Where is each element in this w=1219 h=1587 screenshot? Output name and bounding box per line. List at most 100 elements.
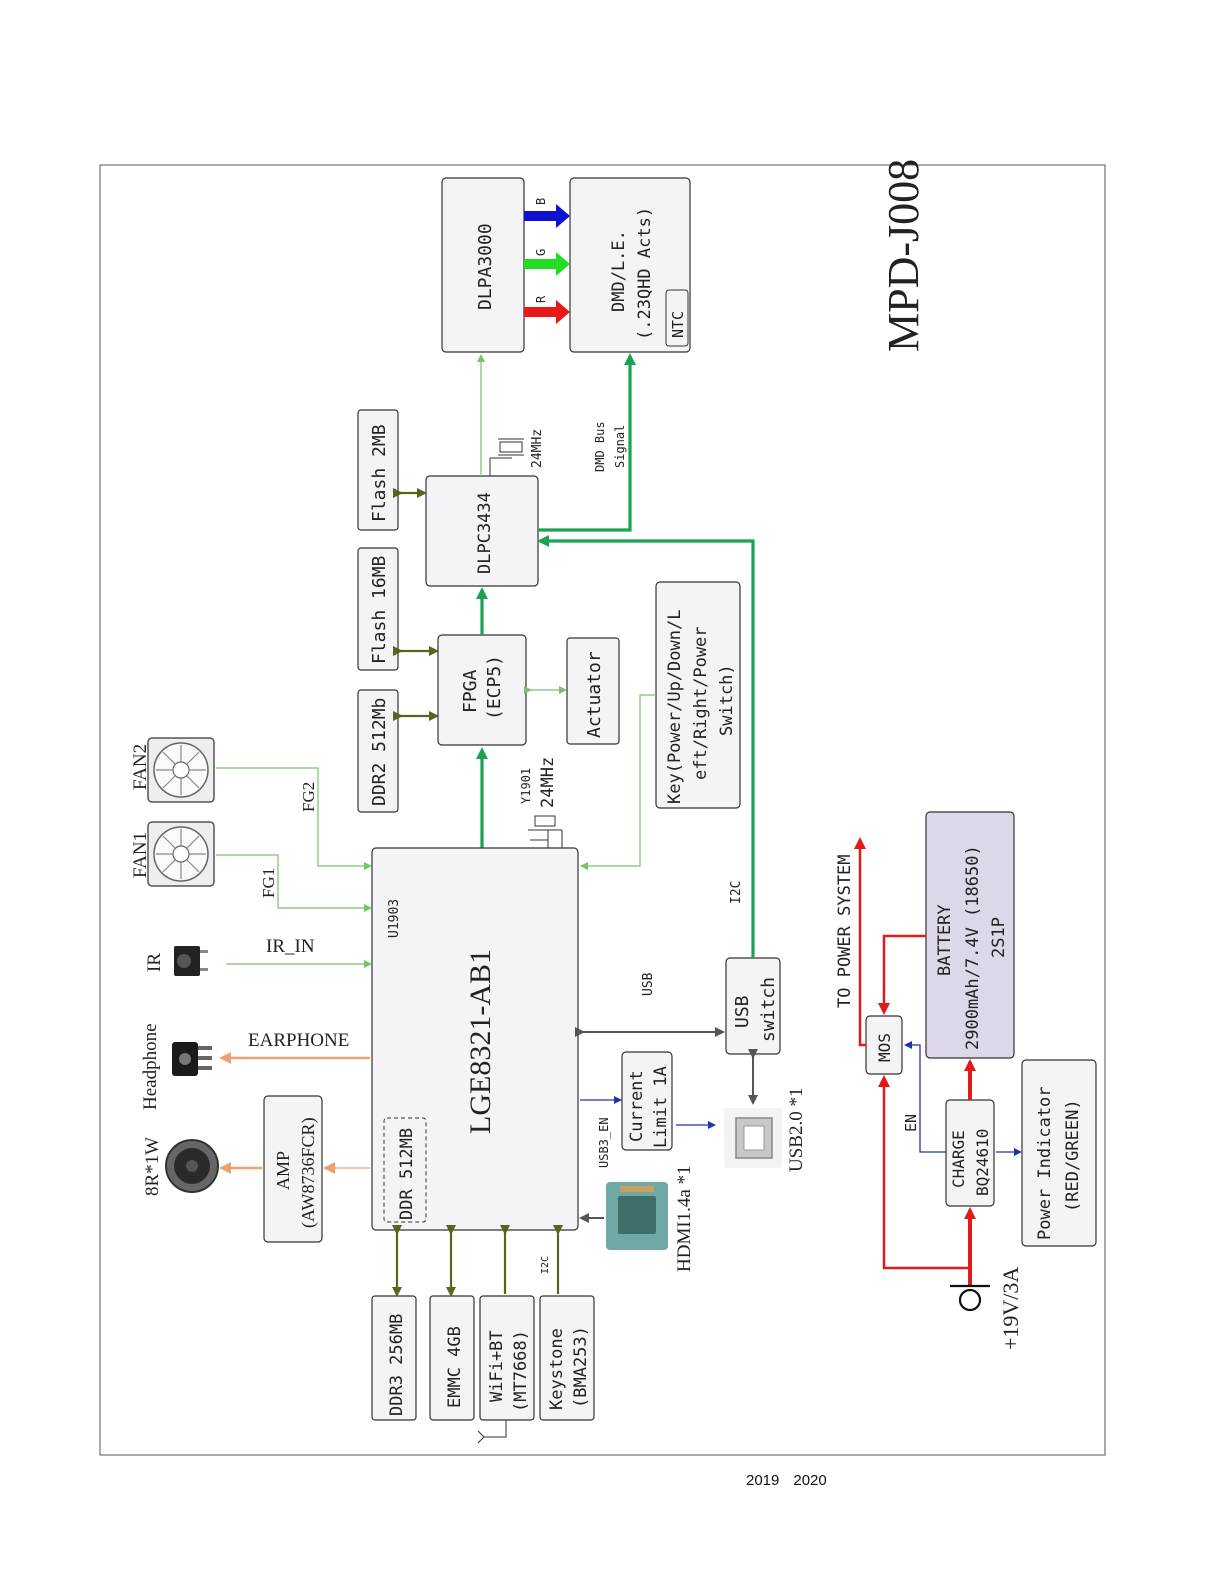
headphone-label: Headphone: [140, 1023, 161, 1110]
key-label-3: Switch): [717, 664, 737, 736]
soc-crystal-ref: Y1901: [519, 768, 533, 804]
i2c-bottom-label: I2C: [540, 1256, 551, 1274]
dmd-bus-line: [538, 353, 636, 532]
amp-label-2: (AW8736FCR): [298, 1117, 319, 1228]
current-limit-block: [621, 1051, 673, 1151]
soc-ddr-box: [383, 1117, 427, 1223]
i2c-key-label: I2C: [729, 881, 744, 904]
amp-label-1: AMP: [273, 1151, 293, 1190]
en-line: [904, 1041, 946, 1153]
key-label-2: eft/Right/Power: [691, 626, 711, 780]
usb3-en-label: USB3_EN: [597, 1117, 611, 1168]
mos-label: MOS: [875, 1033, 894, 1062]
keystone-label-2: (BMA253): [571, 1326, 591, 1408]
headphone-jack-icon: [172, 1042, 212, 1076]
hdmi-port-icon: [606, 1182, 668, 1250]
dc-in-label: +19V/3A: [998, 1267, 1023, 1350]
fg2-label: FG2: [299, 782, 318, 812]
dc-jack-icon: [950, 1284, 990, 1312]
ddr3-label: DDR3 256MB: [387, 1314, 407, 1416]
dlpc3434-label: DLPC3434: [475, 492, 495, 574]
soc-ref: U1903: [387, 899, 402, 938]
charge-label-1: CHARGE: [949, 1130, 968, 1188]
keystone-label-1: Keystone: [547, 1328, 567, 1410]
ir-in-label: IR_IN: [266, 936, 315, 957]
emmc-label: EMMC 4GB: [445, 1326, 465, 1408]
dmd-label-1: DMD/L.E.: [609, 230, 629, 312]
battery-label-3: 2S1P: [989, 917, 1009, 958]
power-indicator-label-1: Power Indicator: [1035, 1086, 1055, 1240]
arrow-b: [524, 204, 570, 228]
ntc-box: [665, 289, 689, 347]
fan2-icon: [147, 737, 215, 803]
battery-label-1: BATTERY: [935, 904, 955, 976]
antenna-icon: [477, 1420, 507, 1444]
dlpc-crystal: [489, 438, 524, 476]
footer-year-1: 2019: [746, 1472, 780, 1489]
diagram-frame: [99, 164, 1106, 1456]
footer-years: 2019 2020: [746, 1472, 841, 1489]
soc-crystal-freq: 24MHz: [538, 757, 558, 808]
soc-label: LGE8321-AB1: [464, 949, 497, 1134]
wifi-label-2: (MT7668): [511, 1330, 531, 1412]
ir-receiver-icon: [174, 946, 208, 976]
actuator-block: [566, 637, 620, 745]
arrow-r: [524, 300, 570, 324]
soc-block: [371, 847, 579, 1231]
charge-label-2: BQ24610: [973, 1129, 992, 1196]
ddr2-block: [357, 689, 399, 813]
dc-to-mos-line: [878, 1075, 970, 1270]
dmd-bus-label-2: Signal: [613, 425, 627, 468]
usb-switch-label-2: switch: [758, 977, 779, 1042]
usb-port-icon: [724, 1108, 782, 1168]
diagram-title: MPD-J008: [879, 159, 928, 352]
soc-crystal: [528, 815, 563, 848]
flash-2mb-block: [357, 409, 399, 531]
fpga-sub-label: (ECP5): [484, 655, 505, 720]
flash-2mb-label: Flash 2MB: [369, 424, 390, 522]
footer-year-2: 2020: [793, 1472, 827, 1489]
key-to-soc-line: [580, 694, 656, 870]
usb-switch-label-1: USB: [732, 995, 753, 1028]
fan2-label: FAN2: [130, 744, 151, 790]
key-label-1: Key(Power/Up/Down/L: [665, 610, 685, 804]
battery-label-2: 2900mAh/7.4V (18650): [963, 845, 983, 1050]
fg1-line: [216, 854, 372, 912]
dlpa3000-label: DLPA3000: [475, 223, 496, 310]
power-indicator-label-2: (RED/GREEN): [1063, 1099, 1083, 1212]
label-b: B: [534, 198, 548, 205]
label-r: R: [534, 295, 548, 303]
arrow-g: [524, 252, 570, 276]
current-limit-label-2: Limit 1A: [651, 1066, 671, 1148]
fg1-label: FG1: [259, 868, 278, 898]
fg2-line: [216, 767, 372, 870]
actuator-label: Actuator: [584, 651, 605, 738]
ddr2-label: DDR2 512Mb: [369, 698, 390, 806]
soc-ddr-label: DDR 512MB: [397, 1128, 417, 1220]
dmd-bus-label-1: DMD Bus: [593, 421, 607, 472]
dmd-block: [569, 177, 691, 353]
speaker-icon: [165, 1139, 219, 1193]
dlpc-crystal-freq: 24MHz: [530, 429, 545, 468]
amp-block: [263, 1095, 323, 1243]
fan1-label: FAN1: [130, 832, 151, 878]
ntc-label: NTC: [669, 311, 687, 338]
en-label: EN: [902, 1114, 920, 1132]
to-power-label: TO POWER SYSTEM: [835, 854, 855, 1008]
speaker-label: 8R*1W: [142, 1137, 163, 1196]
fpga-label: FPGA: [460, 669, 481, 713]
usb20-label: USB2.0 *1: [786, 1088, 807, 1172]
flash-16mb-block: [357, 547, 399, 671]
rgb-arrows: [524, 204, 570, 324]
wifi-label-1: WiFi+BT: [487, 1330, 507, 1402]
fan1-icon: [147, 821, 215, 887]
fpga-block: [437, 634, 527, 746]
current-limit-label-1: Current: [627, 1070, 647, 1142]
usb-switch-to-dlpc-line: [537, 535, 755, 958]
hdmi-label: HDMI1.4a *1: [674, 1165, 695, 1272]
usb-label: USB: [641, 972, 656, 996]
dmd-label-2: (.23QHD Acts): [635, 207, 655, 340]
battery-to-mos-line: [878, 934, 926, 1015]
label-g: G: [534, 249, 548, 256]
